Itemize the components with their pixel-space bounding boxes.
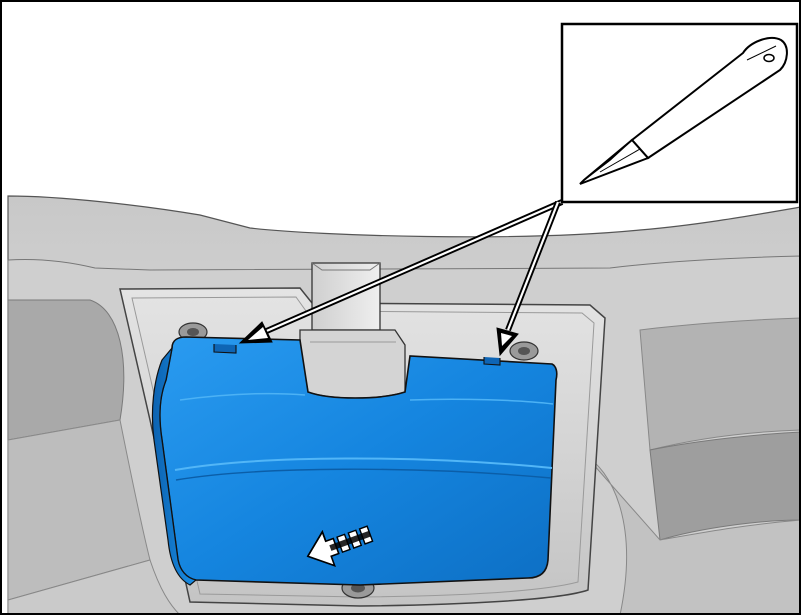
clip-notch-left: [213, 344, 237, 354]
trim-tool-icon: [579, 36, 788, 185]
callout-arrow-right: [496, 200, 561, 357]
fastener-right: [509, 341, 539, 361]
trim-right-pocket: [639, 317, 801, 451]
trim-right-lower: [649, 431, 801, 541]
tool-inset: [560, 22, 799, 204]
trim-left-pocket: [7, 299, 125, 441]
clip-notch-right: [483, 357, 501, 366]
removal-direction-arrow: [306, 525, 374, 567]
fastener-left: [178, 322, 208, 342]
cover-panel: [151, 336, 558, 586]
callout-arrow-left: [238, 199, 564, 344]
trim-right-floor: [584, 454, 801, 615]
